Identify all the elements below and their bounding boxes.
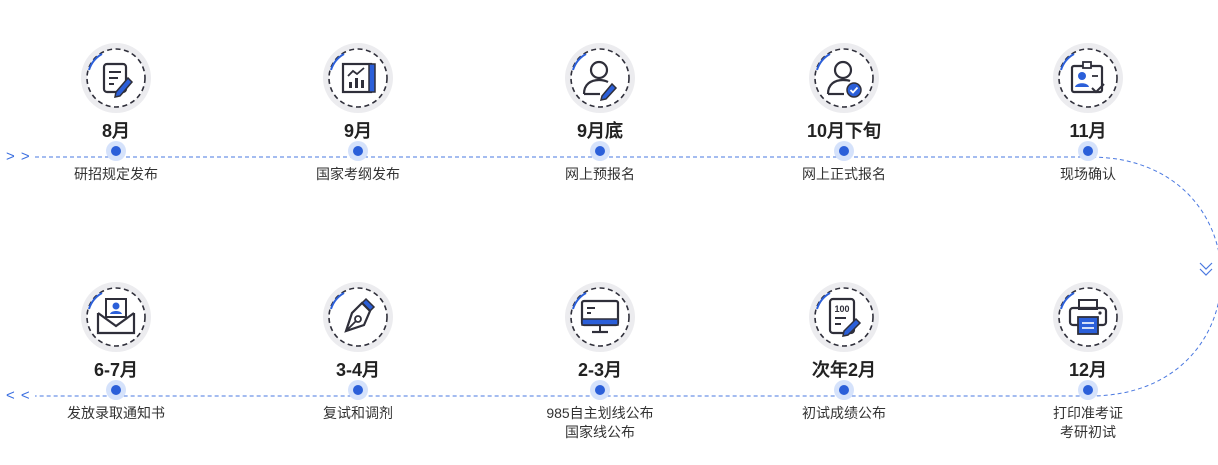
user-edit-icon — [564, 42, 636, 114]
step-date: 9月 — [343, 121, 372, 141]
monitor-icon — [564, 281, 636, 353]
step-label: 研招规定发布 — [74, 166, 158, 182]
pen-nib-icon — [322, 281, 394, 353]
step-label: 复试和调剂 — [323, 405, 393, 421]
timeline-node — [590, 141, 610, 161]
id-badge-check-icon — [1052, 42, 1124, 114]
printer-icon — [1052, 281, 1124, 353]
step-date: 12月 — [1068, 360, 1108, 380]
timeline-node — [348, 380, 368, 400]
step-label: 发放录取通知书 — [67, 405, 165, 421]
step-date: 次年2月 — [811, 360, 876, 380]
step-label: 网上预报名 — [565, 166, 635, 182]
timeline-node — [590, 380, 610, 400]
flow-end-arrows: < < — [6, 387, 31, 404]
chart-report-icon — [322, 42, 394, 114]
step-date: 10月下旬 — [806, 121, 882, 141]
timeline-node — [106, 380, 126, 400]
step-date: 3-4月 — [335, 360, 380, 380]
step-date: 2-3月 — [577, 360, 622, 380]
timeline-node — [1078, 380, 1098, 400]
step-label: 现场确认 — [1060, 166, 1116, 182]
timeline-node — [1078, 141, 1098, 161]
mail-user-icon — [80, 281, 152, 353]
flow-down-arrow-icon — [1199, 262, 1213, 276]
score-sheet-icon: 100 — [808, 281, 880, 353]
step-label: 打印准考证 考研初试 — [1053, 405, 1123, 440]
timeline-node — [834, 380, 854, 400]
flow-start-arrows: > > — [6, 148, 31, 165]
timeline-node — [106, 141, 126, 161]
step-label: 985自主划线公布 国家线公布 — [546, 405, 654, 440]
step-label: 网上正式报名 — [802, 166, 886, 182]
step-date: 8月 — [101, 121, 130, 141]
user-verified-icon — [808, 42, 880, 114]
step-label: 国家考纲发布 — [316, 166, 400, 182]
timeline-node — [834, 141, 854, 161]
edit-document-icon — [80, 42, 152, 114]
step-date: 11月 — [1069, 121, 1107, 141]
step-date: 6-7月 — [93, 360, 138, 380]
step-label: 初试成绩公布 — [802, 405, 886, 421]
timeline-node — [348, 141, 368, 161]
step-date: 9月底 — [576, 121, 623, 141]
svg-text:100: 100 — [834, 304, 849, 314]
